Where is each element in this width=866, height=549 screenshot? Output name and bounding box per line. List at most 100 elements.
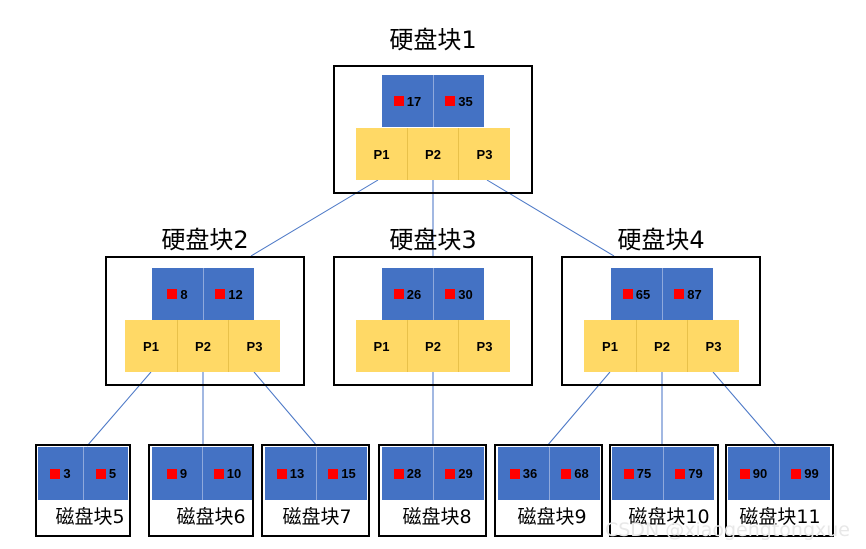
leaf6-key-1: 9: [152, 447, 202, 500]
leaf10-key-row: 75 79: [612, 447, 714, 500]
record-marker-icon: [561, 468, 572, 479]
leaf5-key-row: 3 5: [38, 447, 128, 500]
record-marker-icon: [622, 289, 633, 299]
record-marker-icon: [95, 468, 106, 479]
key-label: 15: [341, 466, 356, 481]
record-marker-icon: [328, 468, 339, 479]
leaf6-title: 磁盘块6: [176, 506, 246, 528]
key-label: 8: [180, 286, 188, 302]
key-label: 65: [635, 286, 651, 302]
block3-pointer-2: P2: [407, 320, 458, 372]
record-marker-icon: [445, 289, 456, 299]
key-label: 5: [108, 466, 117, 481]
key-label: 68: [574, 466, 589, 481]
record-marker-icon: [509, 468, 520, 479]
leaf8-box: [378, 444, 487, 537]
block2-pointer-2: P2: [177, 320, 228, 372]
record-marker-icon: [166, 468, 177, 479]
key-label: 99: [804, 466, 819, 481]
key-label: 90: [752, 466, 768, 481]
record-marker-icon: [674, 289, 685, 299]
leaf9-box: [494, 444, 603, 537]
root-pointer-row: P1 P2 P3: [356, 128, 510, 180]
record-marker-icon: [791, 468, 802, 479]
record-marker-icon: [393, 96, 404, 106]
record-marker-icon: [675, 468, 686, 479]
block3-key-1: 26: [382, 268, 433, 320]
block4-pointer-3: P3: [687, 320, 739, 372]
leaf9-key-2: 68: [549, 447, 600, 500]
leaf7-key-2: 15: [316, 447, 367, 500]
block4-title: 硬盘块4: [617, 226, 705, 254]
leaf8-key-2: 29: [433, 447, 484, 500]
leaf11-key-1: 90: [728, 447, 779, 500]
block4-pointer-1: P1: [584, 320, 636, 372]
block2-key-row: 8 12: [152, 268, 254, 320]
root-key-1: 17: [382, 75, 433, 127]
leaf5-key-1: 3: [38, 447, 83, 500]
leaf9-key-row: 36 68: [498, 447, 600, 500]
block3-box: [333, 256, 533, 386]
record-marker-icon: [739, 468, 750, 479]
leaf8-title: 磁盘块8: [402, 506, 472, 528]
root-block-box: [333, 65, 533, 194]
block4-key-1: 65: [611, 268, 662, 320]
leaf7-key-row: 13 15: [265, 447, 367, 500]
leaf9-title: 磁盘块9: [517, 506, 587, 528]
record-marker-icon: [623, 468, 634, 479]
leaf5-key-2: 5: [83, 447, 128, 500]
record-marker-icon: [445, 96, 456, 106]
block2-pointer-3: P3: [228, 320, 280, 372]
block3-key-row: 26 30: [382, 268, 484, 320]
key-label: 79: [688, 466, 703, 481]
key-label: 12: [228, 286, 243, 302]
leaf6-box: [148, 444, 254, 537]
record-marker-icon: [393, 289, 404, 299]
block4-box: [561, 256, 761, 386]
root-key-2: 35: [433, 75, 484, 127]
key-label: 36: [522, 466, 538, 481]
leaf7-key-1: 13: [265, 447, 316, 500]
leaf6-key-2: 10: [202, 447, 252, 500]
leaf11-title: 磁盘块11: [739, 506, 821, 528]
leaf10-key-2: 79: [663, 447, 714, 500]
root-block-title: 硬盘块1: [389, 26, 477, 54]
leaf10-box: [609, 444, 719, 537]
leaf7-title: 磁盘块7: [282, 506, 352, 528]
record-marker-icon: [276, 468, 287, 479]
key-label: 13: [289, 466, 305, 481]
block3-key-2: 30: [433, 268, 484, 320]
key-label: 10: [226, 466, 242, 481]
root-pointer-3: P3: [458, 128, 510, 180]
key-label: 28: [406, 466, 422, 481]
leaf10-title: 磁盘块10: [628, 506, 710, 528]
key-label: 26: [406, 286, 422, 302]
key-label: 30: [458, 286, 473, 302]
leaf10-key-1: 75: [612, 447, 663, 500]
record-marker-icon: [213, 468, 224, 479]
record-marker-icon: [215, 289, 226, 299]
block4-key-2: 87: [662, 268, 713, 320]
record-marker-icon: [167, 289, 178, 299]
leaf8-key-row: 28 29: [382, 447, 484, 500]
record-marker-icon: [50, 468, 61, 479]
key-label: 87: [687, 286, 702, 302]
leaf9-key-1: 36: [498, 447, 549, 500]
leaf11-box: [725, 444, 834, 537]
key-label: 75: [636, 466, 652, 481]
block2-box: [105, 256, 305, 386]
block3-pointer-row: P1 P2 P3: [356, 320, 510, 372]
root-pointer-2: P2: [407, 128, 458, 180]
block4-pointer-2: P2: [636, 320, 687, 372]
block3-pointer-3: P3: [458, 320, 510, 372]
block3-title: 硬盘块3: [389, 226, 477, 254]
key-label: 9: [179, 466, 188, 481]
block2-key-1: 8: [152, 268, 203, 320]
watermark: CSDN @xiaogengtongxue: [604, 519, 850, 541]
leaf6-key-row: 9 10: [152, 447, 252, 500]
record-marker-icon: [393, 468, 404, 479]
key-label: 29: [458, 466, 473, 481]
block2-title: 硬盘块2: [161, 226, 249, 254]
block2-key-2: 12: [203, 268, 254, 320]
block4-pointer-row: P1 P2 P3: [584, 320, 739, 372]
